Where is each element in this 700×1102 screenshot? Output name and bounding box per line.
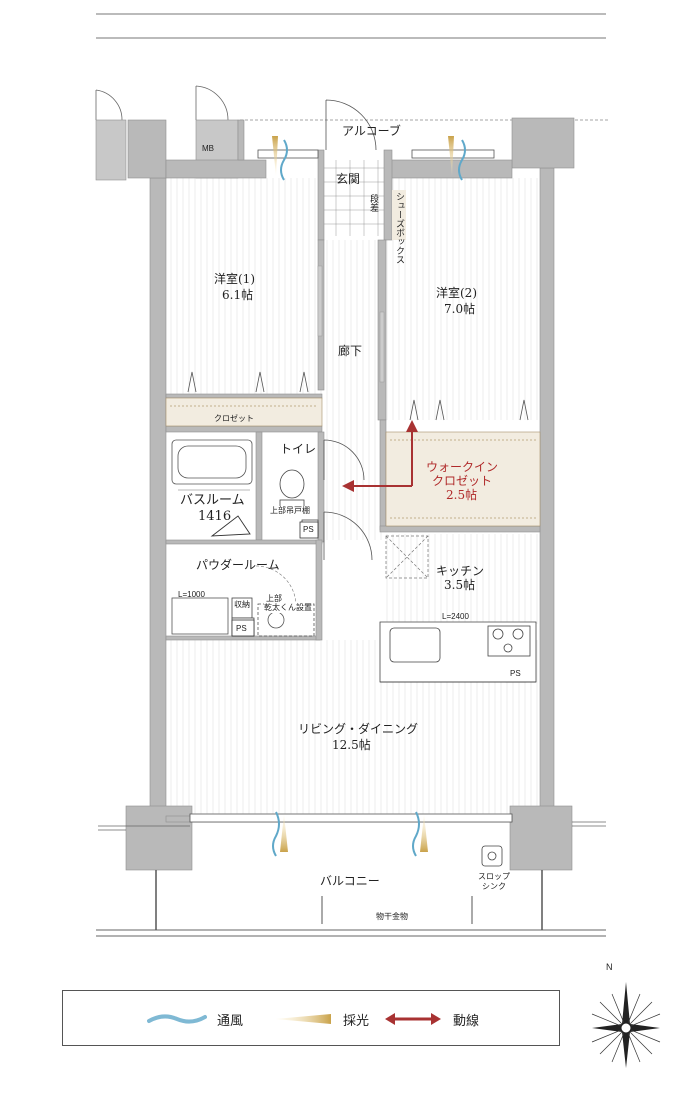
ventilation-swatch	[147, 1014, 207, 1024]
compass-north: N	[606, 962, 613, 972]
kitchen-length: L=2400	[442, 612, 469, 621]
legend: 通風 採光 動線	[62, 990, 560, 1046]
bedroom2-name: 洋室(2)	[436, 286, 477, 300]
walkin-name1: ウォークイン	[426, 460, 499, 474]
walkin-name2: クロゼット	[432, 474, 493, 488]
laundry-rack-label: 物干金物	[376, 912, 408, 921]
toilet-ps: PS	[303, 525, 314, 534]
bedroom1-name: 洋室(1)	[214, 272, 255, 286]
bathroom-name: バスルーム	[180, 493, 245, 508]
closet-label: クロゼット	[214, 414, 254, 423]
mb-label: MB	[202, 144, 214, 153]
walkin-size: 2.5帖	[446, 488, 478, 502]
entrance-label: 玄関	[336, 172, 361, 186]
toilet-note: 上部吊戸棚	[270, 506, 310, 516]
balcony-label: バルコニー	[320, 874, 380, 888]
hallway-label: 廊下	[338, 344, 363, 358]
bathroom-size: 1416	[198, 509, 232, 524]
kitchen-ps: PS	[510, 669, 521, 678]
powder-room-label: パウダールーム	[196, 558, 280, 572]
living-size: 12.5帖	[332, 738, 371, 752]
bedroom2-size: 7.0帖	[444, 302, 476, 316]
vanity-length: L=1000	[178, 590, 205, 599]
legend-circulation-label: 動線	[453, 1013, 480, 1029]
living-name: リビング・ダイニング	[298, 722, 419, 736]
kitchen-size: 3.5帖	[444, 578, 476, 592]
kitchen-name: キッチン	[436, 564, 485, 578]
legend-daylight-label: 採光	[343, 1013, 370, 1029]
dryer-note1: 上部	[266, 594, 282, 603]
step-label: 段差	[368, 194, 378, 212]
legend-daylight: 採光	[273, 1009, 369, 1029]
legend-ventilation-label: 通風	[217, 1013, 244, 1029]
shoe-box-label: シューズボックス	[392, 190, 406, 264]
dryer-note2: 乾太くん設置	[264, 603, 312, 613]
alcove-label: アルコーブ	[342, 124, 401, 138]
legend-circulation: 動線	[383, 1009, 479, 1029]
circulation-swatch	[385, 1013, 441, 1025]
legend-ventilation: 通風	[147, 1009, 243, 1029]
daylight-swatch	[275, 1014, 331, 1024]
powder-ps: PS	[236, 624, 247, 633]
slop-sink-label2: シンク	[482, 882, 506, 891]
slop-sink-label1: スロップ	[478, 872, 510, 881]
toilet-label: トイレ	[280, 442, 317, 456]
storage-label: 収納	[234, 600, 250, 609]
bedroom1-size: 6.1帖	[222, 288, 254, 302]
